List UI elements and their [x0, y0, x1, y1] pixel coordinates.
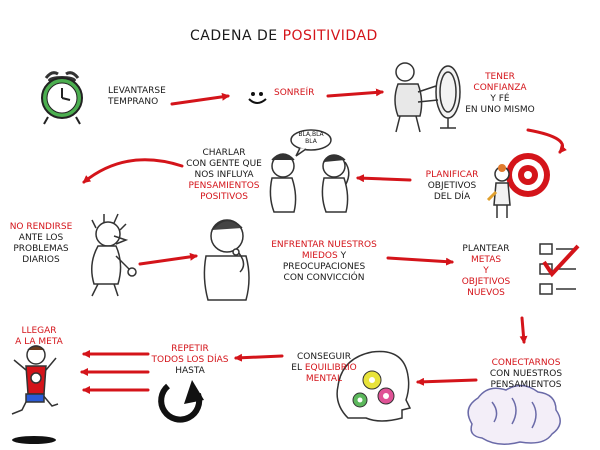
step-conseguir-line2a: EL: [291, 363, 305, 373]
frustrated-person-icon: [91, 213, 137, 297]
step-conseguir-line2b: EQUILIBRIO: [304, 363, 357, 373]
step-confianza: TENER CONFIANZA Y FÉ EN UNO MISMO: [460, 72, 540, 116]
diagram-title: CADENA DE POSITIVIDAD: [190, 28, 378, 44]
arrow-charlar-norendirse: [82, 158, 184, 184]
step-confianza-line1: TENER: [485, 72, 515, 82]
step-confianza-line2: CONFIANZA: [473, 83, 527, 93]
step-planificar-line3: DEL DÍA: [433, 192, 471, 202]
step-charlar: CHARLAR CON GENTE QUE NOS INFLUYA PENSAM…: [184, 148, 264, 203]
step-enfrentar: ENFRENTAR NUESTROS MIEDOS Y PREOCUPACION…: [262, 240, 386, 284]
step-planificar: PLANIFICAR OBJETIVOS DEL DÍA: [418, 170, 486, 203]
step-enfrentar-line3: PREOCUPACIONES: [282, 262, 366, 272]
brain-icon: [467, 384, 561, 445]
step-confianza-line4: EN UNO MISMO: [465, 105, 535, 115]
people-talking-icon: [269, 129, 350, 213]
step-no-rendirse-line1: NO RENDIRSE: [9, 222, 73, 232]
step-confianza-line3: Y FÉ: [490, 94, 510, 104]
runner-icon: [11, 345, 59, 444]
step-levantarse-line1: LEVANTARSE: [108, 86, 166, 96]
checklist-icon: [539, 243, 580, 295]
step-enfrentar-line4: CON CONVICCIÓN: [283, 273, 365, 283]
step-charlar-line5: POSITIVOS: [200, 192, 248, 202]
head-gears-icon: [336, 350, 412, 422]
arrow-enfrentar-plantear: [386, 256, 454, 266]
step-sonreir: SONREÍR: [274, 88, 314, 99]
speech-bubble-line1: BLA,BLA: [298, 131, 324, 138]
step-no-rendirse-line3: PROBLEMAS: [13, 244, 69, 254]
step-conectarnos: CONECTARNOS CON NUESTROS PENSAMIENTOS: [480, 358, 572, 391]
step-levantarse-line2: TEMPRANO: [108, 97, 159, 107]
repeat-icon: [158, 380, 204, 423]
arrow-norendirse-enfrentar: [138, 252, 198, 266]
arrow-conectarnos-conseguir: [416, 377, 478, 386]
step-plantear-line1: PLANTEAR: [462, 244, 510, 254]
step-plantear: PLANTEAR METAS Y OBJETIVOS NUEVOS: [454, 244, 518, 299]
step-repetir-line3: HASTA: [175, 366, 205, 376]
step-no-rendirse: NO RENDIRSE ANTE LOS PROBLEMAS DIARIOS: [4, 222, 78, 266]
man-mirror-icon: [394, 62, 461, 133]
flow-arrows: [80, 88, 567, 394]
step-levantarse: LEVANTARSE TEMPRANO: [108, 86, 166, 108]
step-no-rendirse-line2: ANTE LOS: [18, 233, 64, 243]
step-llegar: LLEGAR A LA META: [4, 326, 74, 348]
step-plantear-line4: OBJETIVOS: [461, 277, 511, 287]
step-enfrentar-line2b: Y: [337, 251, 347, 261]
step-charlar-line3: NOS INFLUYA: [194, 170, 254, 180]
step-conectarnos-line3: PENSAMIENTOS: [490, 380, 562, 390]
step-llegar-line1: LLEGAR: [21, 326, 57, 336]
step-charlar-line4: PENSAMIENTOS: [188, 181, 260, 191]
step-conectarnos-line1: CONECTARNOS: [491, 358, 561, 368]
step-planificar-line1: PLANIFICAR: [425, 170, 479, 180]
step-repetir-line1: REPETIR: [171, 344, 209, 354]
step-charlar-line2: CON GENTE QUE: [186, 159, 262, 169]
title-part1: CADENA DE: [190, 28, 278, 44]
step-enfrentar-line2: MIEDOS: [301, 251, 338, 261]
step-sonreir-line1: SONREÍR: [274, 88, 315, 98]
step-plantear-line2: METAS: [470, 255, 502, 265]
arrow-sonreir-confianza: [326, 88, 384, 98]
arrow-planificar-charlar: [356, 174, 412, 183]
step-no-rendirse-line4: DIARIOS: [22, 255, 60, 265]
arrow-levantarse-sonreir: [170, 92, 230, 106]
arrow-confianza-planificar: [526, 128, 567, 154]
speech-bubble-text: BLA,BLA BLA: [295, 131, 327, 145]
smile-icon: [248, 92, 267, 104]
target-icon: [486, 153, 550, 218]
step-repetir: REPETIR TODOS LOS DÍAS HASTA: [144, 344, 236, 377]
step-plantear-line5: NUEVOS: [467, 288, 505, 298]
step-repetir-line2: TODOS LOS DÍAS: [151, 355, 229, 365]
thinking-person-icon: [203, 219, 250, 301]
title-part2: POSITIVIDAD: [282, 28, 378, 44]
step-charlar-line1: CHARLAR: [202, 148, 246, 158]
step-planificar-line2: OBJETIVOS: [427, 181, 477, 191]
step-conseguir-line1: CONSEGUIR: [297, 352, 351, 362]
speech-bubble-line2: BLA: [305, 138, 317, 145]
arrow-plantear-conectarnos: [519, 316, 528, 344]
step-conseguir: CONSEGUIR EL EQUILIBRIO MENTAL: [282, 352, 366, 385]
alarm-clock-icon: [41, 71, 83, 125]
step-llegar-line2: A LA META: [15, 337, 63, 347]
step-plantear-line3: Y: [483, 266, 489, 276]
step-conectarnos-line2: CON NUESTROS: [489, 369, 563, 379]
arrow-conseguir-repetir: [234, 353, 284, 362]
step-conseguir-line3: MENTAL: [305, 374, 343, 384]
step-enfrentar-line1: ENFRENTAR NUESTROS: [271, 240, 377, 250]
